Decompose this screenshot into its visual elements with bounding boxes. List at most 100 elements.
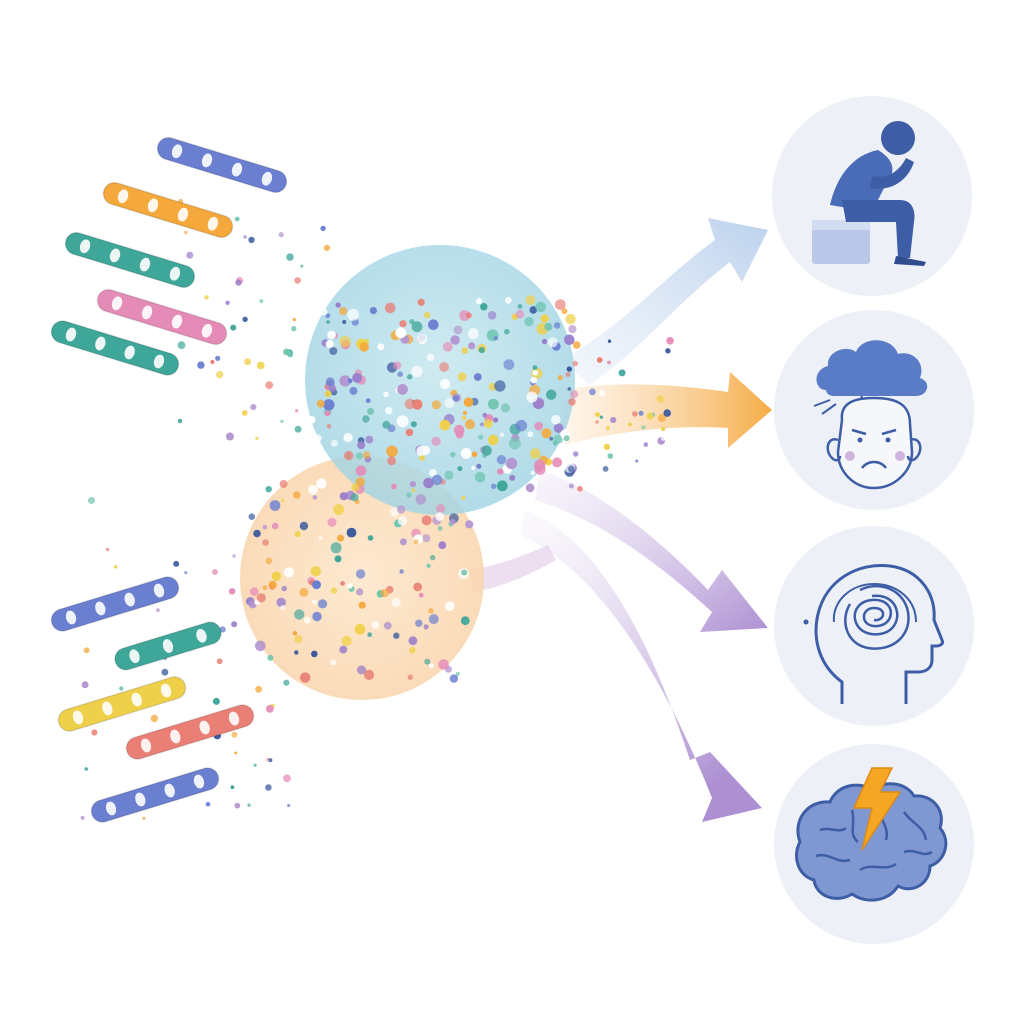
particle bbox=[287, 803, 291, 808]
particle bbox=[497, 468, 504, 475]
particle bbox=[294, 531, 301, 538]
particle bbox=[382, 420, 391, 429]
particle bbox=[320, 308, 328, 316]
particle bbox=[327, 517, 337, 527]
particle bbox=[570, 390, 579, 399]
capsule-group-bottom bbox=[50, 576, 255, 823]
particle bbox=[225, 300, 230, 305]
particle bbox=[281, 585, 287, 592]
particle bbox=[326, 320, 330, 324]
particle bbox=[467, 328, 479, 340]
particle bbox=[461, 347, 469, 354]
particle bbox=[161, 668, 169, 676]
particle bbox=[610, 416, 617, 424]
particle bbox=[330, 439, 338, 447]
particle bbox=[455, 430, 464, 439]
particle bbox=[525, 295, 536, 305]
particle bbox=[406, 492, 412, 498]
particle bbox=[367, 407, 374, 415]
particle bbox=[230, 324, 237, 331]
particle bbox=[455, 671, 460, 677]
particle bbox=[355, 465, 367, 477]
particle bbox=[268, 758, 273, 763]
particle bbox=[656, 395, 665, 403]
particle bbox=[312, 611, 322, 622]
particle bbox=[355, 452, 363, 460]
particle bbox=[525, 483, 535, 493]
particle bbox=[305, 408, 310, 413]
particle bbox=[386, 445, 398, 458]
particle bbox=[225, 328, 230, 332]
particle bbox=[561, 308, 568, 315]
particle bbox=[449, 674, 459, 683]
particle bbox=[369, 307, 377, 315]
particle bbox=[186, 575, 194, 582]
particle bbox=[231, 731, 238, 738]
particle bbox=[119, 686, 124, 691]
particle bbox=[568, 398, 576, 406]
particle bbox=[638, 410, 644, 416]
particle bbox=[602, 466, 609, 472]
particle bbox=[431, 474, 443, 486]
particle bbox=[526, 391, 538, 403]
particle bbox=[473, 373, 482, 381]
particle bbox=[461, 415, 467, 421]
particle bbox=[352, 373, 362, 383]
particle bbox=[197, 361, 205, 369]
particle bbox=[253, 763, 257, 767]
particle bbox=[505, 457, 518, 470]
particle bbox=[657, 414, 666, 422]
particle bbox=[546, 389, 557, 400]
particle bbox=[529, 448, 541, 459]
particle bbox=[257, 361, 265, 370]
particle bbox=[310, 566, 321, 577]
particle bbox=[599, 389, 606, 397]
particle bbox=[300, 672, 311, 683]
particle bbox=[442, 342, 453, 352]
particle bbox=[465, 312, 472, 319]
particle bbox=[471, 451, 478, 458]
particle bbox=[228, 588, 236, 595]
particle bbox=[493, 336, 498, 341]
particle bbox=[262, 524, 268, 530]
mixing-bubbles bbox=[240, 245, 575, 700]
particle bbox=[460, 616, 470, 626]
particle bbox=[572, 341, 581, 349]
particle bbox=[482, 412, 488, 418]
particle bbox=[355, 477, 365, 487]
particle bbox=[426, 563, 431, 568]
particle bbox=[262, 585, 268, 590]
particle bbox=[453, 395, 460, 402]
particle bbox=[299, 521, 309, 531]
particle bbox=[461, 495, 466, 500]
particle bbox=[530, 470, 535, 476]
particle bbox=[499, 432, 505, 437]
particle bbox=[439, 362, 449, 372]
particle bbox=[339, 375, 351, 387]
particle bbox=[549, 436, 554, 441]
arrow-to-tangled-mind bbox=[535, 470, 768, 632]
particle bbox=[307, 415, 316, 424]
particle bbox=[232, 554, 236, 558]
particle bbox=[407, 374, 413, 380]
particle bbox=[450, 335, 460, 345]
particle bbox=[339, 307, 348, 316]
particle bbox=[444, 470, 454, 480]
particle bbox=[265, 486, 272, 493]
particle bbox=[474, 472, 486, 483]
particle bbox=[248, 653, 257, 662]
particle bbox=[494, 380, 506, 392]
particle bbox=[397, 516, 408, 526]
particle bbox=[438, 541, 447, 550]
particle bbox=[453, 325, 463, 335]
particle bbox=[215, 740, 219, 744]
particle bbox=[607, 339, 612, 343]
particle bbox=[204, 295, 209, 300]
particle bbox=[552, 440, 558, 446]
particle bbox=[515, 419, 528, 432]
particle bbox=[250, 404, 257, 411]
particle bbox=[219, 626, 226, 633]
particle bbox=[358, 601, 366, 609]
